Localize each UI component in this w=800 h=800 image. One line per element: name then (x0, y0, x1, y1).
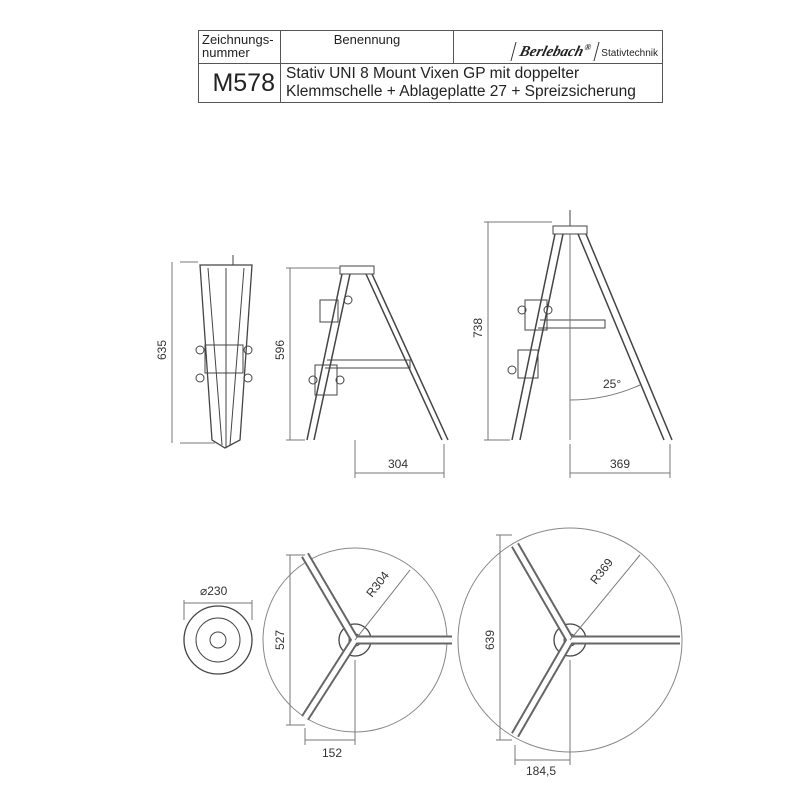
max-offset-dimension: 184,5 (526, 764, 556, 778)
min-height-tripod-view: 596 304 (273, 265, 449, 478)
brand-logo: Berlebach®Stativtechnik (454, 31, 662, 64)
drawing-number-label: Zeichnungs-nummer (199, 31, 281, 64)
max-height-tripod-view: 738 369 25° (471, 210, 673, 478)
min-height-dimension: 596 (273, 340, 287, 360)
folded-height-dimension: 635 (155, 340, 169, 360)
min-radius-dimension: R304 (363, 568, 392, 599)
max-spread-dimension: 369 (610, 457, 630, 471)
leg-angle-dimension: 25° (603, 377, 621, 391)
title-block: Zeichnungs-nummer Benennung Berlebach®St… (198, 30, 663, 103)
min-top-view: R304 527 152 (262, 547, 452, 760)
min-offset-dimension: 152 (322, 746, 342, 760)
folded-tripod-view: 635 (155, 255, 253, 449)
min-spread-dimension: 304 (388, 457, 408, 471)
max-radius-dimension: R369 (587, 555, 616, 586)
max-footprint-dimension: 639 (483, 630, 497, 650)
drawing-name: Stativ UNI 8 Mount Vixen GP mit doppelte… (286, 65, 636, 100)
folded-diameter-dimension: ⌀230 (200, 584, 228, 598)
folded-top-view: ⌀230 (183, 584, 253, 675)
max-height-dimension: 738 (471, 318, 485, 338)
name-label: Benennung (281, 31, 454, 64)
min-footprint-dimension: 527 (273, 630, 287, 650)
drawing-number: M578 (199, 64, 281, 102)
max-top-view: R369 639 184,5 (457, 527, 683, 778)
